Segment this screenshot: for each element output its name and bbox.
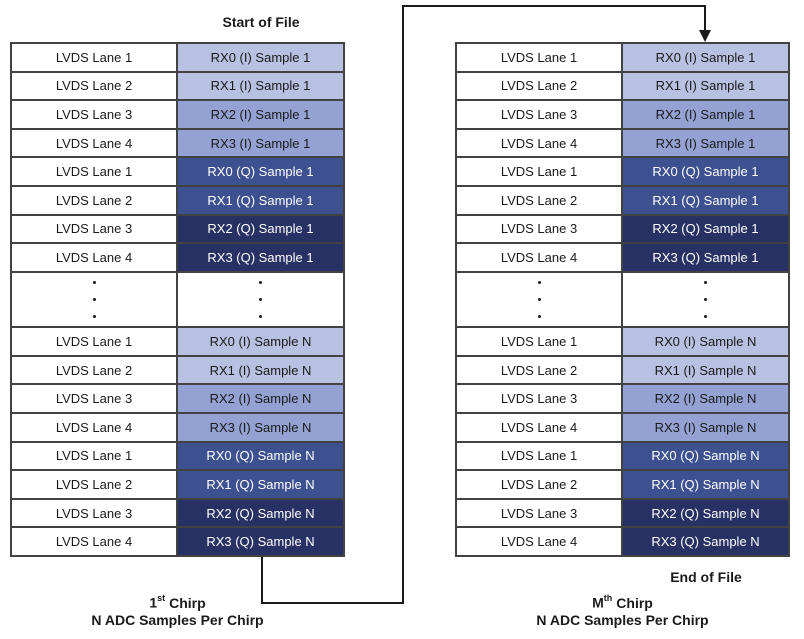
rx-sample-cell: RX1 (Q) Sample 1 [178, 187, 343, 214]
lvds-lane-cell: LVDS Lane 1 [457, 442, 621, 470]
rx-sample-cell: RX2 (Q) Sample 1 [623, 215, 788, 243]
lvds-lane-cell: LVDS Lane 2 [457, 72, 621, 100]
rx-sample-cell: RX2 (Q) Sample N [178, 499, 343, 527]
rx-sample-cell: RX0 (I) Sample N [178, 328, 343, 355]
rx-sample-cell: RX3 (I) Sample 1 [623, 129, 788, 157]
rx-sample-cell: RX1 (I) Sample N [623, 356, 788, 384]
dot [259, 280, 262, 284]
lvds-lane-cell: LVDS Lane 1 [457, 328, 621, 355]
arrowhead-down-icon [699, 30, 711, 42]
chirp-m-samples-line: N ADC Samples Per Chirp [536, 611, 709, 628]
start-of-file-label: Start of File [222, 14, 300, 30]
ordinal-superscript: st [157, 593, 166, 603]
lvds-lane-cell: LVDS Lane 4 [457, 528, 621, 555]
lvds-lane-cell: LVDS Lane 4 [12, 129, 176, 157]
lvds-lane-cell: LVDS Lane 3 [457, 385, 621, 412]
ellipsis-cell [623, 272, 788, 327]
lvds-lane-cell: LVDS Lane 4 [457, 413, 621, 441]
rx-sample-cell: RX1 (Q) Sample 1 [623, 187, 788, 214]
rx-sample-cell: RX0 (Q) Sample 1 [623, 158, 788, 186]
lvds-lane-cell: LVDS Lane 4 [12, 244, 176, 271]
dot [704, 297, 707, 301]
rx-sample-cell: RX3 (I) Sample 1 [178, 129, 343, 157]
lvds-lane-cell: LVDS Lane 3 [457, 499, 621, 527]
lvds-lane-cell: LVDS Lane 3 [12, 101, 176, 128]
rx-sample-cell: RX0 (I) Sample 1 [178, 44, 343, 71]
lvds-lane-cell: LVDS Lane 1 [12, 328, 176, 355]
lvds-lane-cell: LVDS Lane 2 [457, 187, 621, 214]
rx-sample-cell: RX0 (Q) Sample N [623, 442, 788, 470]
rx-sample-cell: RX1 (I) Sample 1 [623, 72, 788, 100]
lvds-lane-cell: LVDS Lane 2 [12, 187, 176, 214]
rx-sample-cell: RX0 (I) Sample N [623, 328, 788, 355]
lvds-lane-cell: LVDS Lane 4 [457, 129, 621, 157]
dot [537, 314, 541, 318]
rx-sample-cell: RX1 (I) Sample 1 [178, 72, 343, 100]
lvds-lane-cell: LVDS Lane 4 [12, 528, 176, 555]
dot [259, 297, 262, 301]
ellipsis-cell [457, 272, 621, 327]
lvds-lane-cell: LVDS Lane 2 [12, 356, 176, 384]
ellipsis-cell [12, 272, 176, 327]
lvds-lane-cell: LVDS Lane 4 [12, 413, 176, 441]
dot [92, 297, 96, 301]
dot [92, 280, 96, 284]
lvds-lane-cell: LVDS Lane 1 [457, 44, 621, 71]
lvds-lane-cell: LVDS Lane 3 [12, 385, 176, 412]
lvds-lane-cell: LVDS Lane 3 [457, 101, 621, 128]
lvds-lane-cell: LVDS Lane 2 [457, 356, 621, 384]
rx-sample-cell: RX2 (Q) Sample N [623, 499, 788, 527]
end-of-file-label: End of File [670, 569, 742, 585]
lvds-lane-cell: LVDS Lane 2 [12, 471, 176, 498]
rx-sample-cell: RX2 (I) Sample 1 [623, 101, 788, 128]
rx-sample-cell: RX2 (I) Sample N [623, 385, 788, 412]
rx-sample-cell: RX3 (Q) Sample N [623, 528, 788, 555]
lvds-lane-cell: LVDS Lane 4 [457, 244, 621, 271]
rx-sample-cell: RX1 (Q) Sample N [178, 471, 343, 498]
lvds-lane-cell: LVDS Lane 3 [12, 215, 176, 243]
rx-sample-cell: RX3 (Q) Sample 1 [623, 244, 788, 271]
rx-sample-cell: RX3 (I) Sample N [178, 413, 343, 441]
lvds-lane-cell: LVDS Lane 2 [457, 471, 621, 498]
rx-sample-cell: RX1 (Q) Sample N [623, 471, 788, 498]
lvds-lane-cell: LVDS Lane 3 [12, 499, 176, 527]
rx-sample-cell: RX2 (I) Sample N [178, 385, 343, 412]
dot [259, 314, 262, 318]
lvds-lane-cell: LVDS Lane 2 [12, 72, 176, 100]
rx-sample-cell: RX3 (I) Sample N [623, 413, 788, 441]
lvds-lane-cell: LVDS Lane 1 [457, 158, 621, 186]
lvds-lane-cell: LVDS Lane 1 [12, 44, 176, 71]
rx-sample-cell: RX0 (I) Sample 1 [623, 44, 788, 71]
lvds-lane-cell: LVDS Lane 1 [12, 442, 176, 470]
dot [92, 314, 96, 318]
lvds-lane-cell: LVDS Lane 3 [457, 215, 621, 243]
dot [704, 280, 707, 284]
rx-sample-cell: RX0 (Q) Sample 1 [178, 158, 343, 186]
rx-sample-cell: RX1 (I) Sample N [178, 356, 343, 384]
rx-sample-cell: RX0 (Q) Sample N [178, 442, 343, 470]
rx-sample-cell: RX3 (Q) Sample N [178, 528, 343, 555]
rx-sample-cell: RX2 (I) Sample 1 [178, 101, 343, 128]
rx-sample-cell: RX3 (Q) Sample 1 [178, 244, 343, 271]
lvds-lane-cell: LVDS Lane 1 [12, 158, 176, 186]
rx-sample-cell: RX2 (Q) Sample 1 [178, 215, 343, 243]
dot [537, 280, 541, 284]
dot [704, 314, 707, 318]
ordinal-superscript: th [603, 593, 613, 603]
dot [537, 297, 541, 301]
chirp-1-samples-line: N ADC Samples Per Chirp [91, 611, 264, 628]
ellipsis-cell [178, 272, 343, 327]
